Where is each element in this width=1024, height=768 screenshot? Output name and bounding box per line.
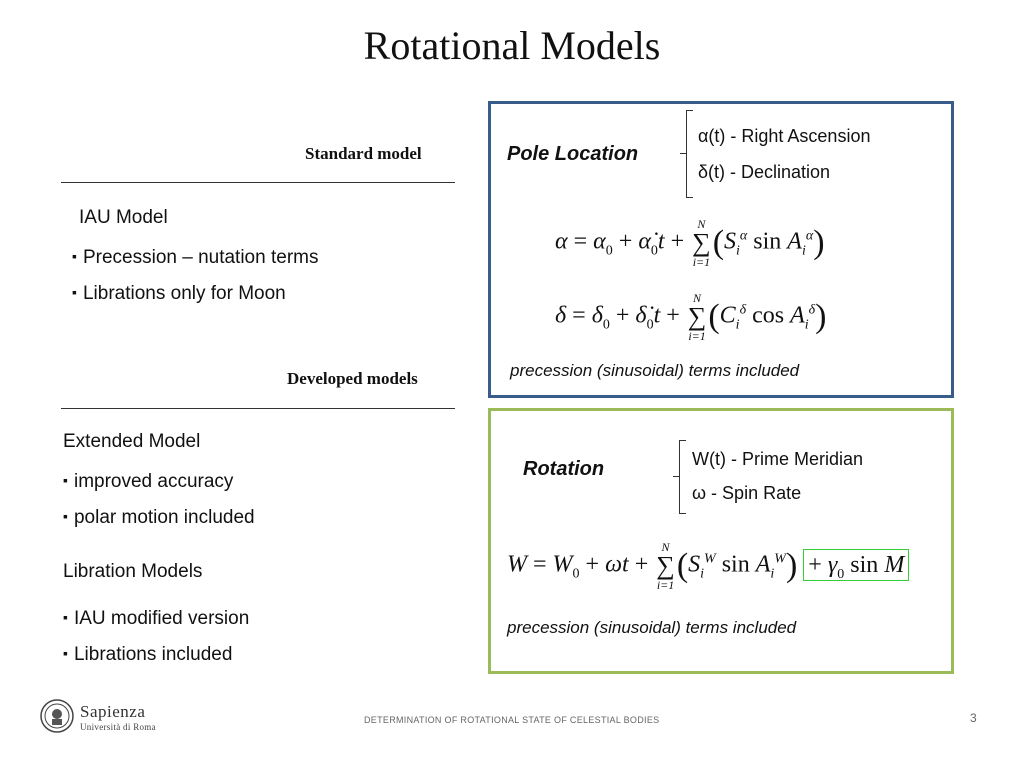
pole-brace (686, 110, 693, 198)
logo-name: Sapienza (80, 702, 146, 721)
prime-meridian-def: W(t) - Prime Meridian (692, 449, 864, 469)
declination-def: δ(t) - Declination (698, 162, 831, 182)
gamma-term-highlight: + γ0 sin M (803, 548, 910, 581)
rotation-label: Rotation (523, 458, 605, 480)
extended-bullet-2: polar motion included (63, 507, 255, 529)
standard-model-divider (61, 182, 455, 183)
iau-bullet-1: Precession – nutation terms (72, 247, 319, 269)
page-number: 3 (970, 711, 977, 725)
rotation-brace-tick (673, 476, 679, 477)
iau-model-heading: IAU Model (79, 207, 168, 228)
right-ascension-def: α(t) - Right Ascension (698, 126, 871, 146)
libration-bullet-2: Librations included (63, 644, 232, 666)
rotation-precession-note: precession (sinusoidal) terms included (507, 618, 797, 637)
standard-model-label: Standard model (305, 144, 422, 163)
rotation-brace (679, 440, 686, 514)
delta-equation: δ = δ0 + δ̇0t + N∑i=1(Ciδ cos Aiδ) (555, 291, 827, 343)
logo-subtitle: Università di Roma (80, 722, 156, 732)
pole-precession-note: precession (sinusoidal) terms included (510, 361, 800, 380)
developed-models-divider (61, 408, 455, 409)
university-seal-icon (40, 699, 74, 733)
footer-text: DETERMINATION OF ROTATIONAL STATE OF CEL… (364, 715, 660, 725)
extended-model-heading: Extended Model (63, 431, 201, 452)
libration-models-heading: Libration Models (63, 561, 203, 582)
pole-location-label: Pole Location (507, 143, 639, 165)
pole-brace-tick (680, 153, 686, 154)
spin-rate-def: ω - Spin Rate (692, 483, 802, 503)
extended-bullet-1: improved accuracy (63, 471, 233, 493)
developed-models-label: Developed models (287, 369, 418, 388)
libration-bullet-1: IAU modified version (63, 608, 249, 630)
w-equation: W = W0 + ωt + N∑i=1(SiW sin AiW) + γ0 si… (507, 541, 910, 591)
pole-location-box (488, 101, 954, 398)
rotation-box (488, 408, 954, 674)
slide-title: Rotational Models (363, 23, 661, 68)
iau-bullet-2: Librations only for Moon (72, 283, 286, 305)
alpha-equation: α = α0 + α̇0t + N∑i=1(Siα sin Aiα) (555, 217, 825, 269)
